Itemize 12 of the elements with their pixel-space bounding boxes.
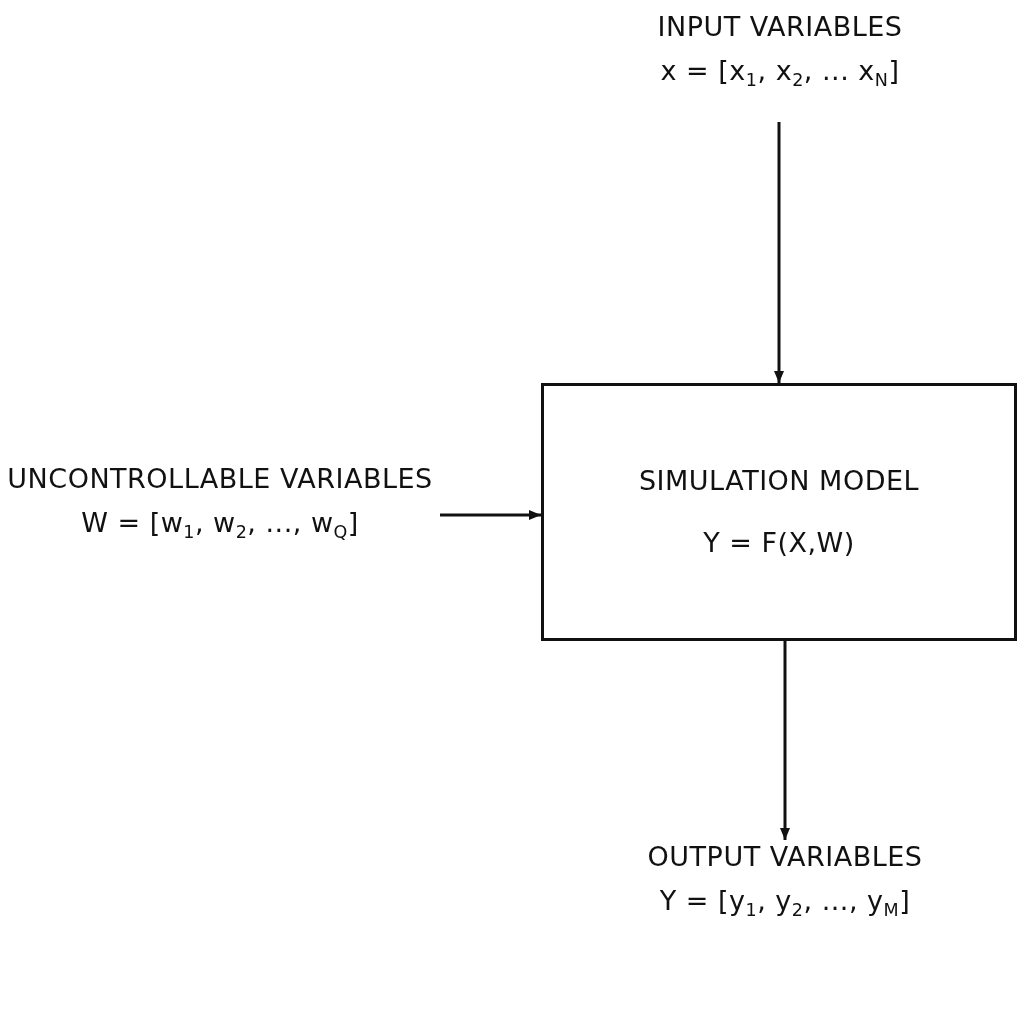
arrow — [440, 510, 541, 520]
equation-text: W = [w$_{1}$, w$_{2}$, ..., w$_{Q}$] — [81, 505, 359, 545]
node-heading: OUTPUT VARIABLES — [647, 840, 923, 874]
arrow — [780, 641, 790, 840]
node-heading: UNCONTROLLABLE VARIABLES — [7, 462, 433, 496]
node-heading: INPUT VARIABLES — [657, 10, 903, 44]
equation-text: Y = F(X,W) — [703, 526, 855, 560]
process-box — [541, 383, 1017, 641]
equation-text: Y = [y$_{1}$, y$_{2}$, ..., y$_{M}$] — [659, 883, 911, 923]
equation-text: x = [x$_{1}$, x$_{2}$, ... x$_{N}$] — [660, 53, 900, 93]
node-heading: SIMULATION MODEL — [638, 464, 920, 498]
arrow — [774, 122, 784, 383]
